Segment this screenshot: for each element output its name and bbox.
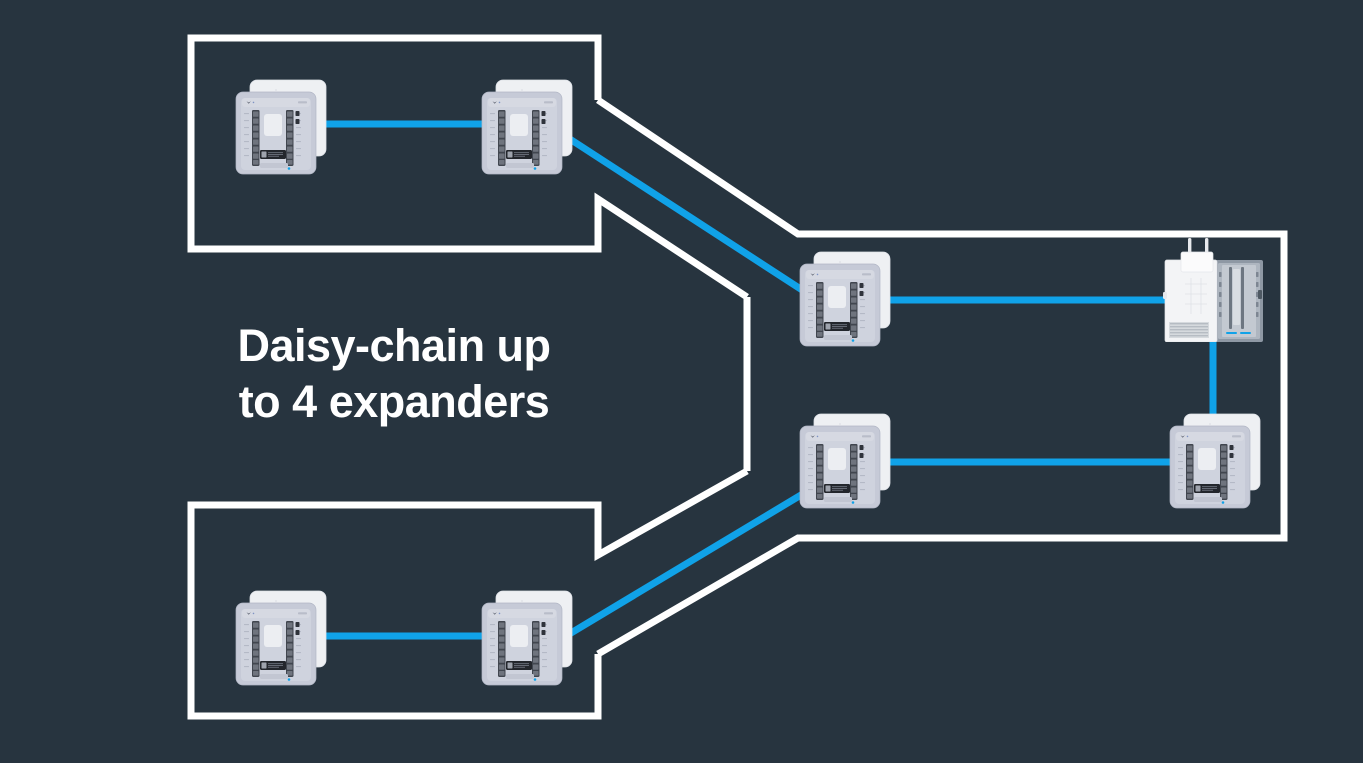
expander-1[interactable] — [235, 79, 327, 175]
expander-4[interactable] — [481, 590, 573, 686]
expander-3[interactable] — [235, 590, 327, 686]
page-title: Daisy-chain up to 4 expanders — [237, 320, 551, 427]
cable-expander2-expander5 — [554, 127, 838, 315]
bottom-left-chain-outline — [187, 467, 749, 720]
expander-2[interactable] — [481, 79, 573, 175]
expander-7[interactable] — [1169, 413, 1261, 509]
outline-group — [187, 34, 1288, 720]
expander-6[interactable] — [799, 413, 891, 509]
funnel-upper-outer-arm — [596, 97, 1288, 658]
expander-5[interactable] — [799, 251, 891, 347]
cable-expander4-expander6 — [554, 470, 838, 646]
top-left-chain-outline — [187, 34, 749, 300]
control-hub[interactable] — [1163, 238, 1263, 342]
